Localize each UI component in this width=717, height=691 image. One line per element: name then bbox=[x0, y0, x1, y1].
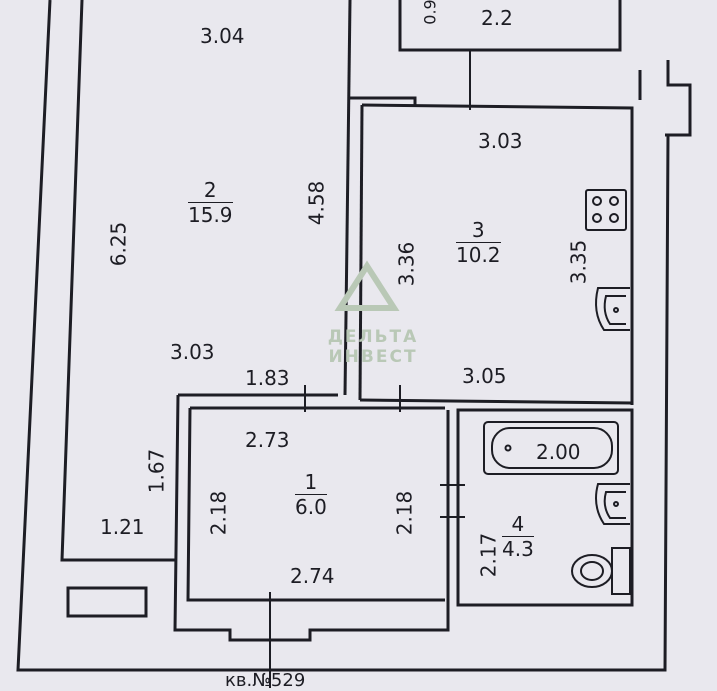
dim-kitchen-right: 3.35 bbox=[566, 239, 591, 285]
dim-kitchen-bottom: 3.05 bbox=[462, 364, 507, 388]
dim-bathtub: 2.00 bbox=[536, 440, 581, 464]
dim-top-living: 3.04 bbox=[200, 24, 245, 48]
apartment-label: кв.№529 bbox=[225, 670, 306, 691]
dim-living-inner-height: 4.58 bbox=[304, 180, 329, 226]
room-number: 3 bbox=[456, 220, 501, 243]
bathtub-icon bbox=[483, 421, 619, 475]
room-area: 15.9 bbox=[188, 203, 233, 227]
dim-entry-side: 1.67 bbox=[144, 448, 169, 494]
room-3-label: 3 10.2 bbox=[456, 220, 501, 266]
room-number: 1 bbox=[295, 472, 327, 495]
dim-hall-right: 2.18 bbox=[392, 490, 417, 536]
room-2-label: 2 15.9 bbox=[188, 180, 233, 226]
watermark-line1: ДЕЛЬТА bbox=[327, 327, 419, 347]
watermark: ДЕЛЬТА ИНВЕСТ bbox=[318, 270, 428, 367]
room-area: 6.0 bbox=[295, 495, 327, 519]
room-area: 10.2 bbox=[456, 243, 501, 267]
room-number: 4 bbox=[502, 514, 534, 537]
room-4-label: 4 4.3 bbox=[502, 514, 534, 560]
dim-entry-bottom: 1.21 bbox=[100, 515, 145, 539]
dim-balcony-len: 2.2 bbox=[481, 6, 513, 30]
dim-living-height: 6.25 bbox=[106, 221, 131, 267]
dim-bath-side: 2.17 bbox=[476, 532, 501, 578]
dim-living-width: 3.03 bbox=[170, 340, 215, 364]
stove-icon bbox=[585, 189, 627, 231]
dim-hall-bottom: 2.74 bbox=[290, 564, 335, 588]
walls bbox=[16, 0, 692, 672]
watermark-line2: ИНВЕСТ bbox=[328, 346, 418, 367]
dim-kitchen-top: 3.03 bbox=[478, 129, 523, 153]
dim-hall-left: 2.18 bbox=[206, 490, 231, 536]
bath-sink-icon bbox=[595, 483, 630, 525]
room-area: 4.3 bbox=[502, 537, 534, 561]
toilet-icon bbox=[571, 547, 631, 595]
room-1-label: 1 6.0 bbox=[295, 472, 327, 518]
sink-icon bbox=[595, 287, 630, 331]
door-marks bbox=[269, 50, 471, 688]
delta-logo-icon bbox=[334, 260, 400, 311]
room-number: 2 bbox=[188, 180, 233, 203]
dim-balcony-small: 0.9 bbox=[420, 0, 440, 25]
dim-corridor-top: 1.83 bbox=[245, 366, 290, 390]
dim-hall-top: 2.73 bbox=[245, 428, 290, 452]
